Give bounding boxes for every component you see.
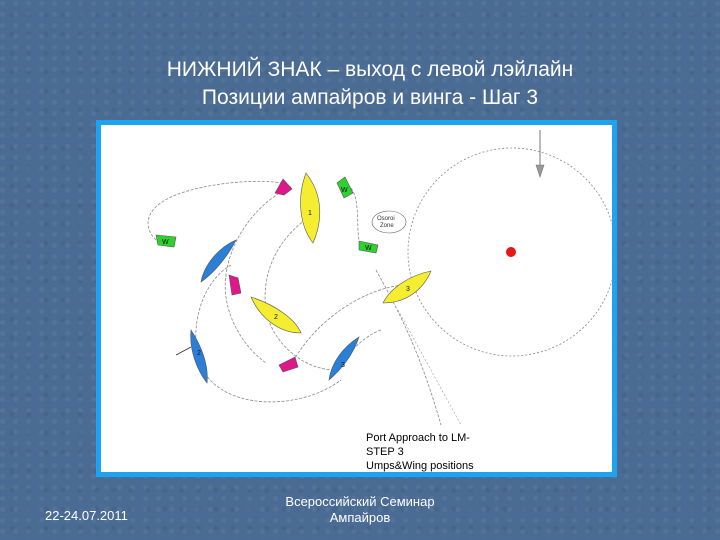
yellow-boat-2-label: 2 — [274, 314, 278, 321]
diagram-svg: 1 2 3 2 3 — [147, 130, 612, 426]
yellow-track-2 — [195, 264, 342, 403]
blue-boat-right-label: 3 — [341, 362, 345, 369]
yellow-boat-3: 3 — [382, 270, 432, 304]
wing-track-left — [147, 180, 282, 241]
blue-boat-top — [200, 239, 237, 283]
slide-title-line1: НИЖНИЙ ЗНАК – выход с левой лэйлайн — [166, 58, 574, 81]
wind-arrow-icon — [535, 164, 545, 178]
slide-title-line2: Позиции ампайров и винга - Шаг 3 — [201, 86, 539, 109]
caption-line3: Umps&Wing positions — [366, 460, 474, 472]
layline-dash — [375, 269, 442, 426]
approach-dash — [397, 309, 462, 426]
caption-line1: Port Approach to LM- — [366, 432, 470, 444]
diagram-canvas: 1 2 3 2 3 — [101, 125, 612, 472]
wing-boat-left: W — [155, 234, 177, 248]
slide-title: НИЖНИЙ ЗНАК – выход с левой лэйлайн Пози… — [60, 56, 680, 112]
yellow-boat-1-label: 1 — [308, 210, 312, 217]
zone-circle — [407, 147, 612, 357]
wing-boat-bottom: W — [358, 240, 379, 254]
blue-boat-left: 2 — [190, 329, 208, 384]
umpire-track-1 — [224, 186, 292, 364]
wing-boat-left-label: W — [162, 239, 169, 246]
wing-boat-top: W — [336, 176, 354, 199]
diagram-caption: Port Approach to LM- STEP 3 Umps&Wing po… — [366, 431, 474, 473]
blue-boat-right: 3 — [328, 336, 360, 381]
caption-line2: STEP 3 — [366, 446, 404, 458]
zone-note-line2: Zone — [380, 223, 394, 229]
yellow-boat-2: 2 — [250, 296, 302, 334]
diagram-frame: 1 2 3 2 3 — [96, 120, 617, 477]
umpire-boat-middle — [228, 274, 242, 296]
yellow-boat-1: 1 — [300, 172, 321, 244]
blue-boat-left-bow-line — [175, 346, 192, 356]
umpire-boat-bottom — [278, 356, 299, 373]
footer-seminar-line2: Ампайров — [329, 510, 391, 525]
zone-note-line1: Osoroi — [377, 216, 395, 222]
zone-note-bubble — [371, 210, 407, 234]
umpire-boat-top — [274, 178, 293, 196]
wing-track-right — [347, 184, 377, 251]
blue-boat-left-label: 2 — [197, 350, 201, 357]
footer-date: 22-24.07.2011 — [45, 508, 128, 523]
wing-boat-top-label: W — [341, 187, 348, 194]
wing-boat-bottom-label: W — [365, 245, 372, 252]
yellow-boat-3-label: 3 — [406, 286, 410, 293]
leeward-mark — [506, 247, 516, 257]
footer-seminar-line1: Всероссийский Семинар — [285, 494, 435, 509]
footer-seminar: Всероссийский Семинар Ампайров — [250, 494, 470, 526]
yellow-track-1 — [264, 216, 337, 371]
